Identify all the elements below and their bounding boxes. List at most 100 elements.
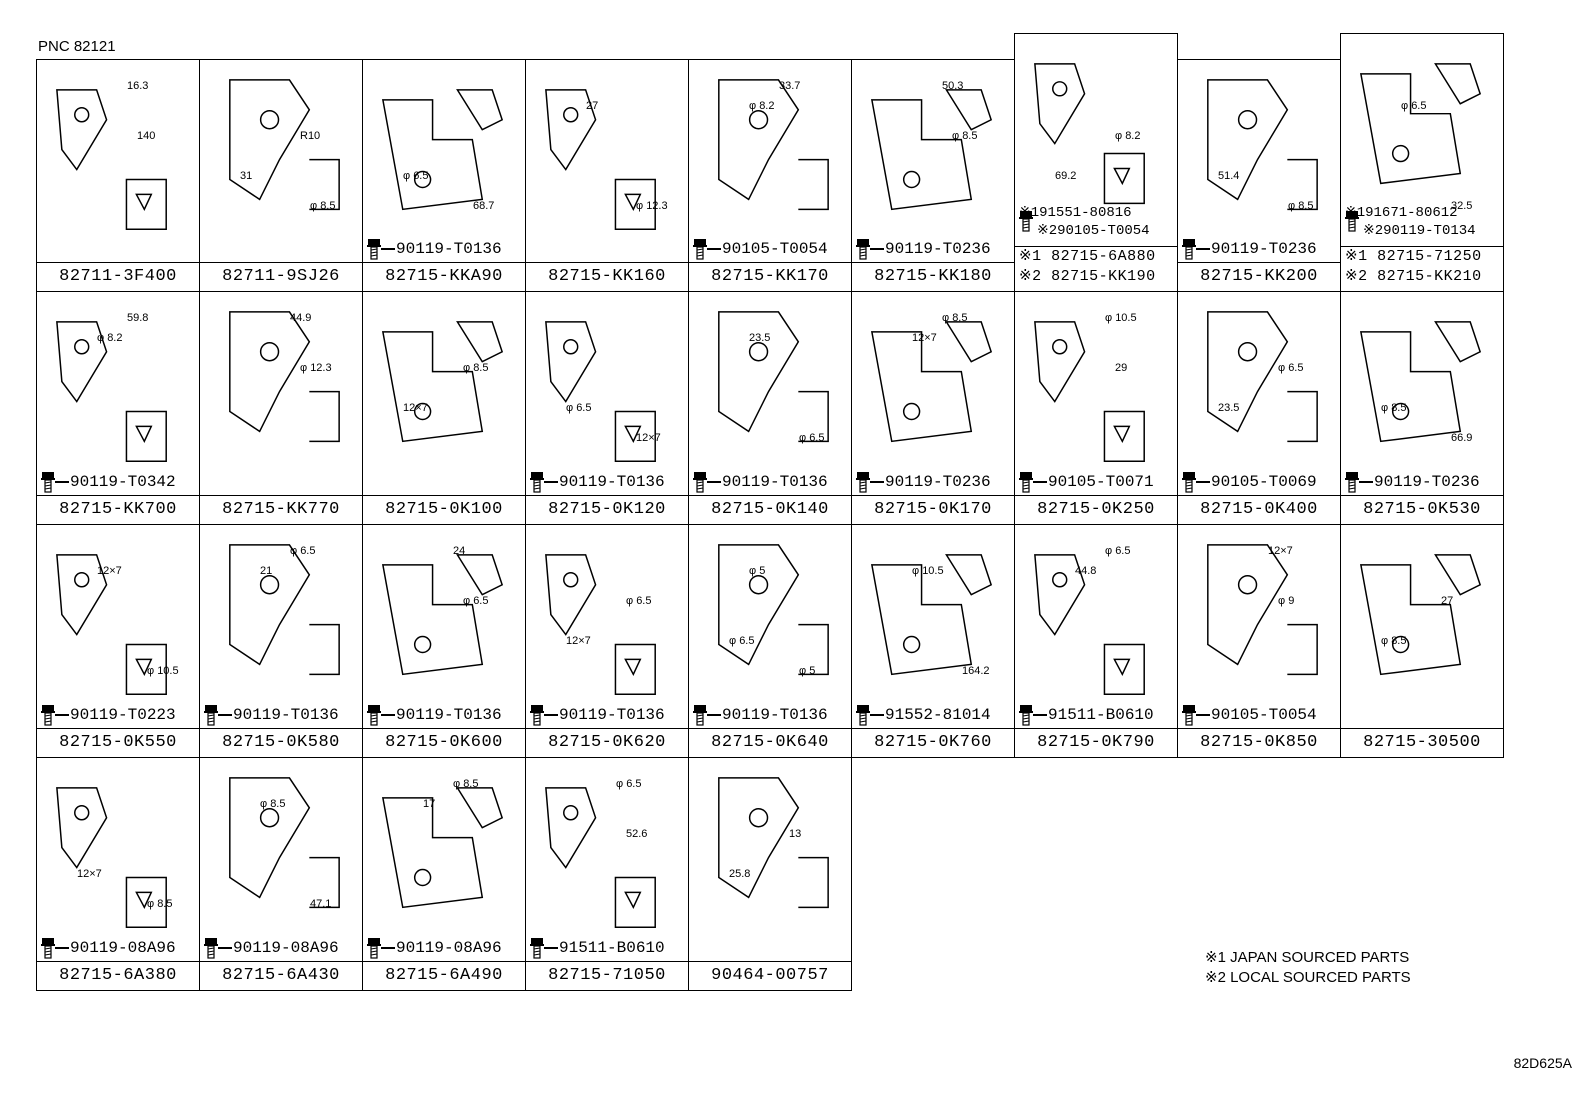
part-number-variant: ※1 82715-71250 [1345,248,1482,265]
part-number-variant: ※1 82715-6A880 [1019,248,1156,265]
dimension-label: 68.7 [473,200,495,212]
part-number-label: 82715-KKA90 [363,262,525,291]
bolt-part-number: 90105-T0054 [722,240,828,258]
part-number-label: 82715-0K530 [1341,495,1503,524]
bolt-part-number: 90119-T0236 [1374,473,1480,491]
dimension-label: φ 8.5 [260,798,286,810]
part-number-label: 82715-0K250 [1015,495,1177,524]
note-part-number: ※191551-80816 [1019,205,1132,221]
pnc-label: PNC 82121 [38,38,116,55]
part-number-label: 82715-KK770 [200,495,362,524]
bolt-part-number: 90119-T0236 [885,473,991,491]
dimension-label: 12×7 [636,432,661,444]
dimension-label: φ 6.5 [729,635,755,647]
dimension-label: 12×7 [403,402,428,414]
bolt-callout: 90119-T0236 [856,471,991,493]
part-number-variant: ※2 82715-KK210 [1345,268,1482,285]
dimension-label: φ 8.5 [1381,635,1407,647]
dimension-label: φ 6.5 [626,595,652,607]
bolt-part-number: 90119-T0136 [559,473,665,491]
bolt-part-number: 90119-T0136 [396,240,502,258]
bolt-part-number: 90105-T0054 [1211,706,1317,724]
bolt-part-number: 90119-08A96 [70,939,176,957]
bolt-callout: 90119-T0342 [41,471,176,493]
part-number-label: 82715-0K100 [363,495,525,524]
bolt-callout: 91511-B0610 [530,937,665,959]
part-number-label: 82715-0K400 [1178,495,1340,524]
part-number-label: 82715-71050 [526,961,688,990]
dimension-label: 31 [240,170,253,182]
dimension-label: 164.2 [962,665,990,677]
part-number-label: 90464-00757 [689,961,851,990]
dimension-label: φ 8.5 [310,200,336,212]
dimension-label: 27 [586,100,599,112]
part-cell-7: φ 8.2 69.2 ※191551-80816 ※290105-T0054 ※1 82… [1014,33,1178,292]
part-number-label: 82715-0K120 [526,495,688,524]
dimension-label: φ 8.5 [147,898,173,910]
part-cell-2: R10 31 φ 8.5 82711-9SJ26 [199,59,363,292]
dimension-label: φ 6.5 [799,432,825,444]
dimension-label: 12×7 [1268,545,1293,557]
bolt-part-number: 90119-T0136 [722,706,828,724]
part-number-label: 82715-KK200 [1178,262,1340,291]
bolt-part-number: 91552-81014 [885,706,991,724]
part-number-label: 82715-KK700 [37,495,199,524]
bolt-part-number: 90119-08A96 [233,939,339,957]
dimension-label: 13 [789,828,802,840]
dimension-label: 17 [423,798,436,810]
part-number-label: 82715-0K790 [1015,728,1177,757]
dimension-label: φ 12.3 [636,200,668,212]
dimension-label: 66.9 [1451,432,1473,444]
bolt-icon [1019,210,1033,232]
bolt-part-number: 90119-T0223 [70,706,176,724]
bolt-part-number: 91511-B0610 [559,939,665,957]
part-number-label: 82711-9SJ26 [200,262,362,291]
bolt-part-number: 90119-08A96 [396,939,502,957]
bolt-callout: 90105-T0071 [1019,471,1154,493]
bolt-callout: 90119-T0236 [1345,471,1480,493]
bolt-callout: 90105-T0054 [693,238,828,260]
dimension-label: R10 [300,130,321,142]
dimension-label: φ 6.5 [616,778,642,790]
bolt-callout: 90119-T0223 [41,704,176,726]
part-number-label: 82715-6A430 [200,961,362,990]
dimension-label: 69.2 [1055,170,1077,182]
dimension-label: φ 10.5 [147,665,179,677]
bolt-part-number: 90119-T0136 [233,706,339,724]
dimension-label: φ 6.5 [403,170,429,182]
bolt-callout: 90119-08A96 [204,937,339,959]
legend-item-japan: ※1 JAPAN SOURCED PARTS [1205,949,1410,966]
dimension-label: φ 8.2 [1115,130,1141,142]
dimension-label: φ 5 [749,565,766,577]
bolt-callout: 90119-08A96 [367,937,502,959]
bolt-icon [1345,210,1359,232]
note-part-number: ※290105-T0054 [1037,223,1150,239]
bolt-part-number: 90119-T0342 [70,473,176,491]
bolt-part-number: 90119-T0136 [722,473,828,491]
bolt-callout: 90119-T0136 [693,471,828,493]
dimension-label: φ 12.3 [300,362,332,374]
part-number-label: 82715-0K850 [1178,728,1340,757]
dimension-label: φ 8.5 [453,778,479,790]
dimension-label: 12×7 [912,332,937,344]
dimension-label: φ 8.5 [942,312,968,324]
dimension-label: 21 [260,565,273,577]
